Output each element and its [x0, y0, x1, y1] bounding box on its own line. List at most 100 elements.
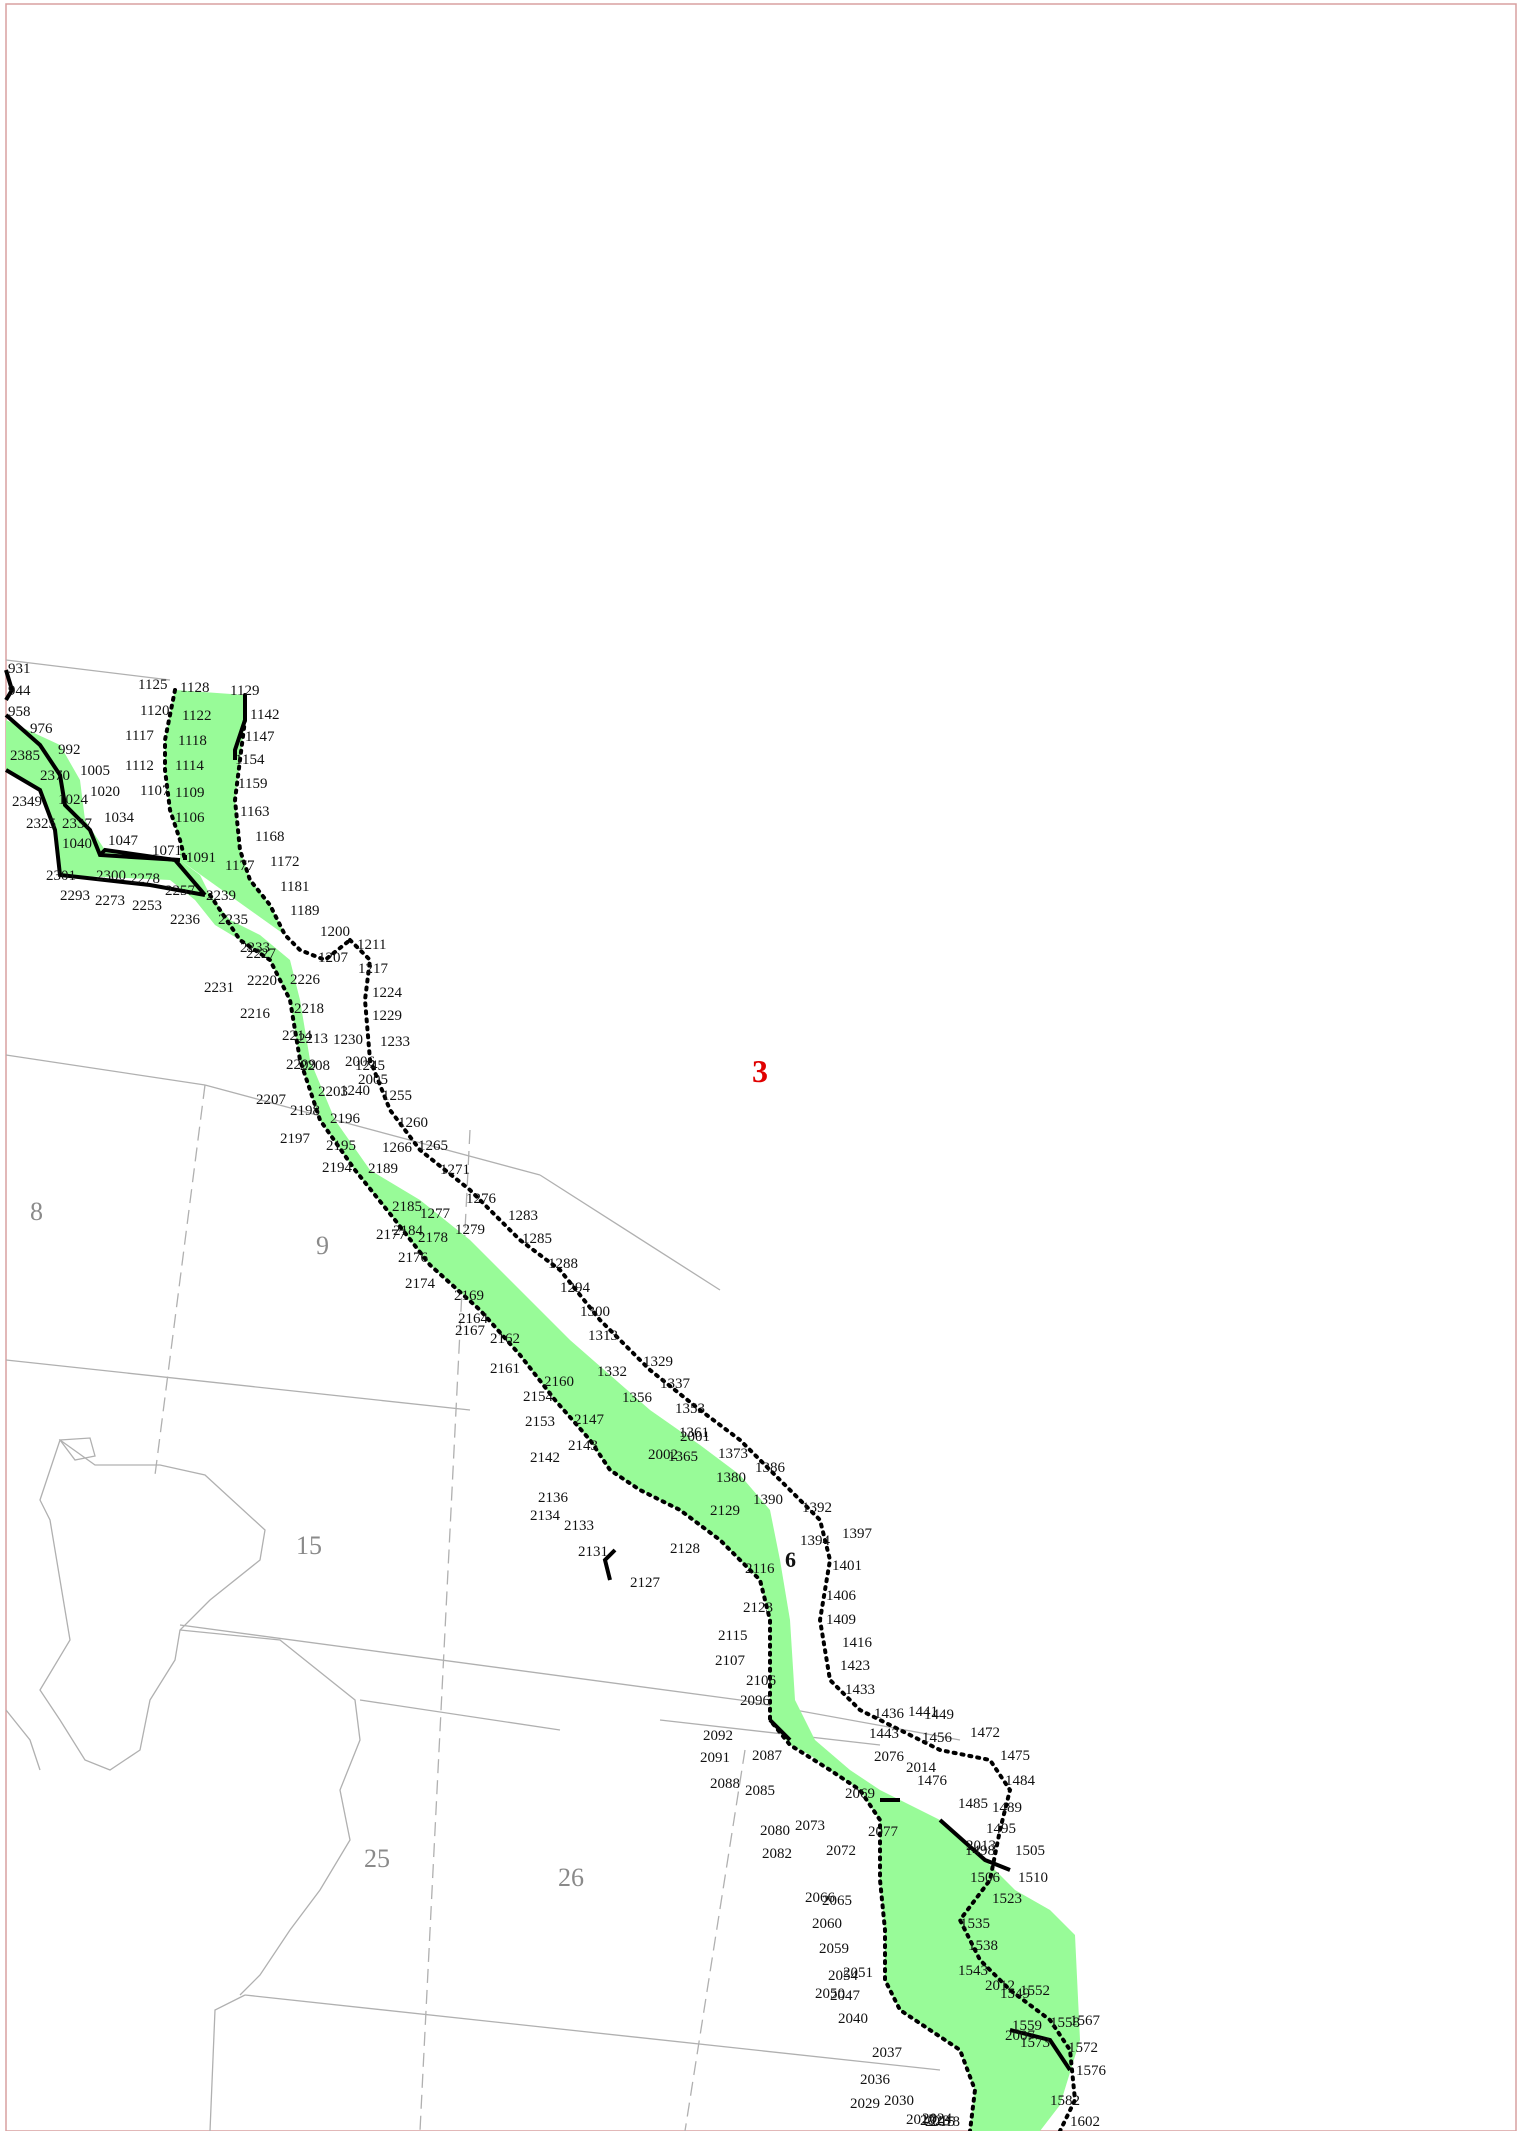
point-label: 1224 [372, 985, 403, 1001]
point-label: 1189 [290, 903, 319, 919]
point-label: 1117 [125, 728, 154, 744]
point-label: 2136 [538, 1490, 569, 1506]
point-label: 1106 [175, 810, 205, 826]
point-label: 1159 [238, 776, 267, 792]
point-label: 2133 [564, 1518, 594, 1534]
point-label: 2213 [298, 1031, 328, 1047]
point-label: 1380 [716, 1470, 746, 1486]
main-parcel-label: 3 [752, 1053, 768, 1089]
point-label: 1558 [1050, 2015, 1080, 2031]
point-label: 1535 [960, 1916, 990, 1932]
point-label: 1456 [922, 1730, 953, 1746]
point-label: 1147 [245, 729, 275, 745]
point-label: 2253 [132, 898, 162, 914]
point-label: 2005 [358, 1072, 388, 1088]
point-label: 1217 [358, 961, 389, 977]
point-label: 2006 [345, 1054, 376, 1070]
point-label: 1406 [826, 1588, 857, 1604]
point-label: 1602 [1070, 2114, 1100, 2130]
point-label: 976 [30, 721, 53, 737]
point-label: 1047 [108, 833, 139, 849]
point-label: 2065 [822, 1893, 852, 1909]
point-label: 2001 [680, 1429, 710, 1445]
point-label: 1449 [924, 1707, 954, 1723]
point-label: 2385 [10, 748, 40, 764]
point-label: 1240 [340, 1083, 370, 1099]
point-label: 2082 [762, 1846, 792, 1862]
point-label: 1365 [668, 1449, 698, 1465]
point-label: 2349 [12, 794, 42, 810]
point-label: 2050 [815, 1986, 845, 2002]
point-label: 1091 [186, 850, 216, 866]
point-label: 2218 [294, 1001, 324, 1017]
point-label: 1538 [968, 1938, 998, 1954]
point-label: 1112 [125, 758, 154, 774]
point-label: 2257 [165, 883, 196, 899]
point-label: 1120 [140, 703, 169, 719]
point-label: 2018 [930, 2114, 960, 2130]
point-label: 2337 [62, 816, 93, 832]
point-label: 2174 [405, 1276, 436, 1292]
point-label: 2278 [130, 871, 160, 887]
point-label: 2129 [710, 1503, 740, 1519]
point-label: 1181 [280, 879, 309, 895]
point-label: 1390 [753, 1492, 783, 1508]
point-label: 2076 [874, 1749, 905, 1765]
point-label: 1332 [597, 1364, 627, 1380]
point-label: 2231 [204, 980, 234, 996]
point-label: 1172 [270, 854, 299, 870]
point-label: 2128 [670, 1541, 700, 1557]
point-label: 2142 [530, 1450, 560, 1466]
point-label: 2209 [286, 1057, 316, 1073]
point-label: 1200 [320, 924, 350, 940]
corridor-north-arm [165, 690, 285, 935]
point-label: 1300 [580, 1304, 610, 1320]
point-label: 1337 [660, 1376, 691, 1392]
point-label: 1495 [986, 1821, 1016, 1837]
point-label: 1142 [250, 707, 279, 723]
point-label: 2162 [490, 1331, 520, 1347]
point-label: 1394 [800, 1533, 831, 1549]
point-label: 2164 [458, 1311, 489, 1327]
point-label: 1265 [418, 1138, 448, 1154]
point-label: 1266 [382, 1140, 413, 1156]
point-label: 1276 [466, 1191, 497, 1207]
point-label: 1255 [382, 1088, 412, 1104]
point-label: 1392 [802, 1500, 832, 1516]
plot-dashed-lines [154, 1084, 746, 2131]
point-label: 2227 [246, 946, 277, 962]
point-label: 1245 [355, 1058, 385, 1074]
point-label: 2013 [966, 1838, 996, 1854]
point-label: 1020 [90, 784, 120, 800]
point-label: 1582 [1050, 2093, 1080, 2109]
point-label: 1552 [1020, 1983, 1050, 1999]
point-label: 2002 [648, 1447, 678, 1463]
point-label: 1279 [455, 1222, 485, 1238]
point-label: 2203 [318, 1084, 348, 1100]
point-label: 931 [8, 661, 31, 677]
plot-label-25: 25 [364, 1844, 390, 1873]
point-label: 2092 [703, 1728, 733, 1744]
point-label: 2069 [845, 1786, 875, 1802]
point-label: 2177 [376, 1227, 407, 1243]
point-label: 2073 [795, 1818, 825, 1834]
point-label: 1107 [140, 783, 170, 799]
point-label: 1283 [508, 1208, 538, 1224]
point-label: 1559 [1012, 2018, 1042, 2034]
point-label: 1233 [380, 1034, 410, 1050]
point-label: 2220 [247, 973, 277, 989]
corridor-dotted-boundary [163, 688, 1078, 2131]
point-label: 1260 [398, 1115, 428, 1131]
point-label: 2029 [850, 2096, 880, 2112]
point-label: 2325 [26, 816, 56, 832]
sub-parcel-label: 6 [785, 1547, 796, 1572]
point-label: 1109 [175, 785, 204, 801]
point-label: 2014 [906, 1760, 937, 1776]
point-label: 2236 [170, 912, 201, 928]
point-label: 1489 [992, 1800, 1022, 1816]
point-label: 2196 [330, 1111, 361, 1127]
point-label: 1114 [175, 758, 204, 774]
point-label: 1361 [679, 1425, 709, 1441]
point-label: 2085 [745, 1783, 775, 1799]
